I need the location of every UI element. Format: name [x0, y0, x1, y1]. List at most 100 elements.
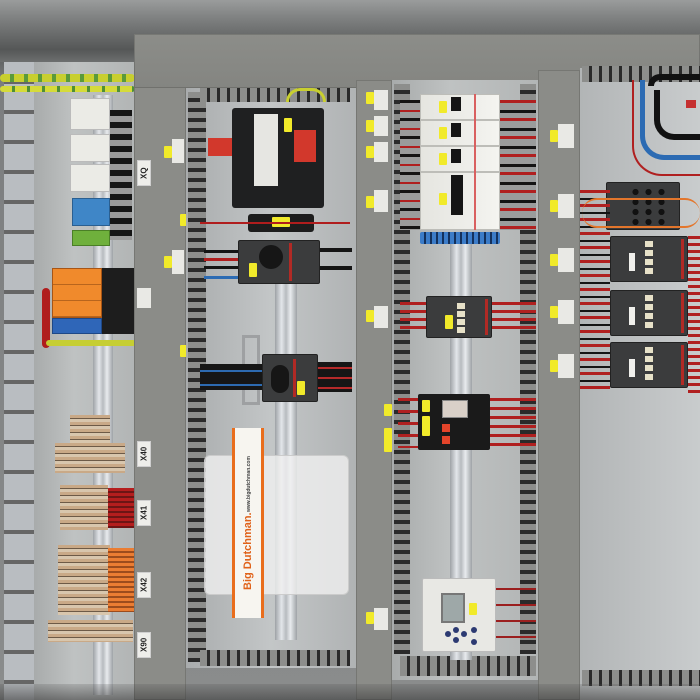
plc-button[interactable] [461, 631, 467, 637]
breaker-red-stripe [474, 94, 476, 230]
contactor-wires-far-right [688, 236, 700, 396]
cable-bundle-lower-right [318, 362, 352, 392]
cable-bundle-lower [200, 364, 262, 390]
plc-controller [422, 578, 496, 652]
bag-brand: Big Dutchman. [242, 512, 254, 590]
terminal-strip-x41 [60, 485, 108, 530]
yellow-tag [439, 193, 447, 205]
switch-wires-left [204, 276, 238, 279]
terminal-block-header [606, 182, 680, 230]
rotary-switch-lower [262, 354, 318, 402]
terminal-wires [110, 110, 132, 240]
terminal-wires-x42 [108, 548, 136, 612]
yellow-tag [550, 254, 558, 266]
yellow-tag [439, 127, 447, 139]
circuit-breaker-1 [420, 94, 500, 120]
component-tag [137, 288, 151, 308]
yellow-tag [366, 146, 374, 158]
component-tag [558, 354, 574, 378]
breaker-toggle [451, 123, 461, 137]
plc-display [441, 593, 465, 623]
din-rail-inner [450, 240, 472, 660]
left-mounting-rail [4, 62, 34, 700]
yellow-tag [164, 146, 172, 158]
rotary-switch-upper [238, 240, 320, 284]
cabinet-floor [0, 684, 700, 700]
yellow-tag [249, 263, 257, 277]
plc-button[interactable] [445, 631, 451, 637]
contactor-indicators [457, 303, 465, 333]
yellow-tag [366, 612, 374, 624]
plc-button[interactable] [471, 627, 477, 633]
plc-wires [496, 588, 536, 638]
rotary-knob [271, 365, 289, 393]
plc-button[interactable] [453, 627, 459, 633]
abb-stripe [681, 239, 684, 279]
circuit-breaker-3pole [420, 172, 500, 230]
component-tag [558, 194, 574, 218]
contactor-label-slot [629, 253, 635, 271]
transformer-nameplate [254, 114, 278, 186]
plc-button[interactable] [453, 637, 459, 643]
earth-wire-bundle [0, 86, 135, 92]
power-terminal-green [72, 230, 110, 246]
contactor-wires [492, 302, 536, 332]
terminal-strip-x40a [70, 415, 110, 443]
breaker-toggle [451, 97, 461, 111]
contactor-label-slot [629, 359, 635, 377]
terminal-strip-x40b [55, 443, 125, 473]
contactor-wires [400, 302, 426, 332]
yellow-tag [422, 400, 430, 412]
component-tag [558, 124, 574, 148]
transformer-terminal-left [208, 138, 232, 156]
contactor-inner [426, 296, 492, 338]
component-tag [374, 608, 388, 630]
power-terminal-white-2 [70, 134, 110, 162]
yellow-tag [469, 603, 477, 615]
surge-protector-base [102, 268, 136, 334]
yellow-tag [445, 315, 453, 329]
relay-indicator [442, 424, 450, 432]
contactor-far-right-1 [610, 236, 688, 282]
relay-wires [398, 398, 418, 448]
yellow-tag [439, 153, 447, 165]
component-tag [172, 139, 184, 163]
surge-protector-blue [52, 318, 102, 334]
switch-wires-right [320, 266, 352, 270]
earth-wire-loop [286, 88, 326, 102]
fuse-wire [200, 222, 350, 224]
wire-duct-left [188, 92, 206, 662]
abb-stripe [293, 359, 296, 397]
relay-module [418, 394, 490, 450]
switch-wires-right [320, 248, 352, 252]
abb-stripe [681, 345, 684, 385]
surge-wire-red [42, 288, 50, 348]
incoming-cable-black [654, 90, 700, 140]
contactor-wires-orange [582, 198, 700, 228]
component-tag [172, 250, 184, 274]
circuit-breaker-2 [420, 120, 500, 146]
relay-window [442, 400, 468, 418]
bag-url: www.bigdutchman.com [246, 456, 252, 513]
breaker-toggle [451, 175, 463, 215]
wire-duct-inner-bottom [400, 656, 536, 676]
terminal-strip-x90 [48, 620, 133, 642]
yellow-tag [384, 404, 392, 416]
yellow-tag [384, 428, 392, 452]
contactor-indicators [645, 241, 653, 277]
screw-grid [629, 187, 667, 225]
terminal-label-x42: X42 [137, 572, 151, 598]
frame-post-left [134, 38, 186, 700]
yellow-tag [550, 200, 558, 212]
component-tag [374, 90, 388, 110]
yellow-tag [439, 101, 447, 113]
component-tag [374, 190, 388, 212]
relay-indicator [442, 436, 450, 444]
yellow-tag [366, 120, 374, 132]
switch-wires-left [204, 266, 238, 269]
abb-stripe [681, 293, 684, 333]
yellow-tag [366, 92, 374, 104]
plc-button[interactable] [471, 639, 477, 645]
abb-stripe [485, 299, 488, 335]
